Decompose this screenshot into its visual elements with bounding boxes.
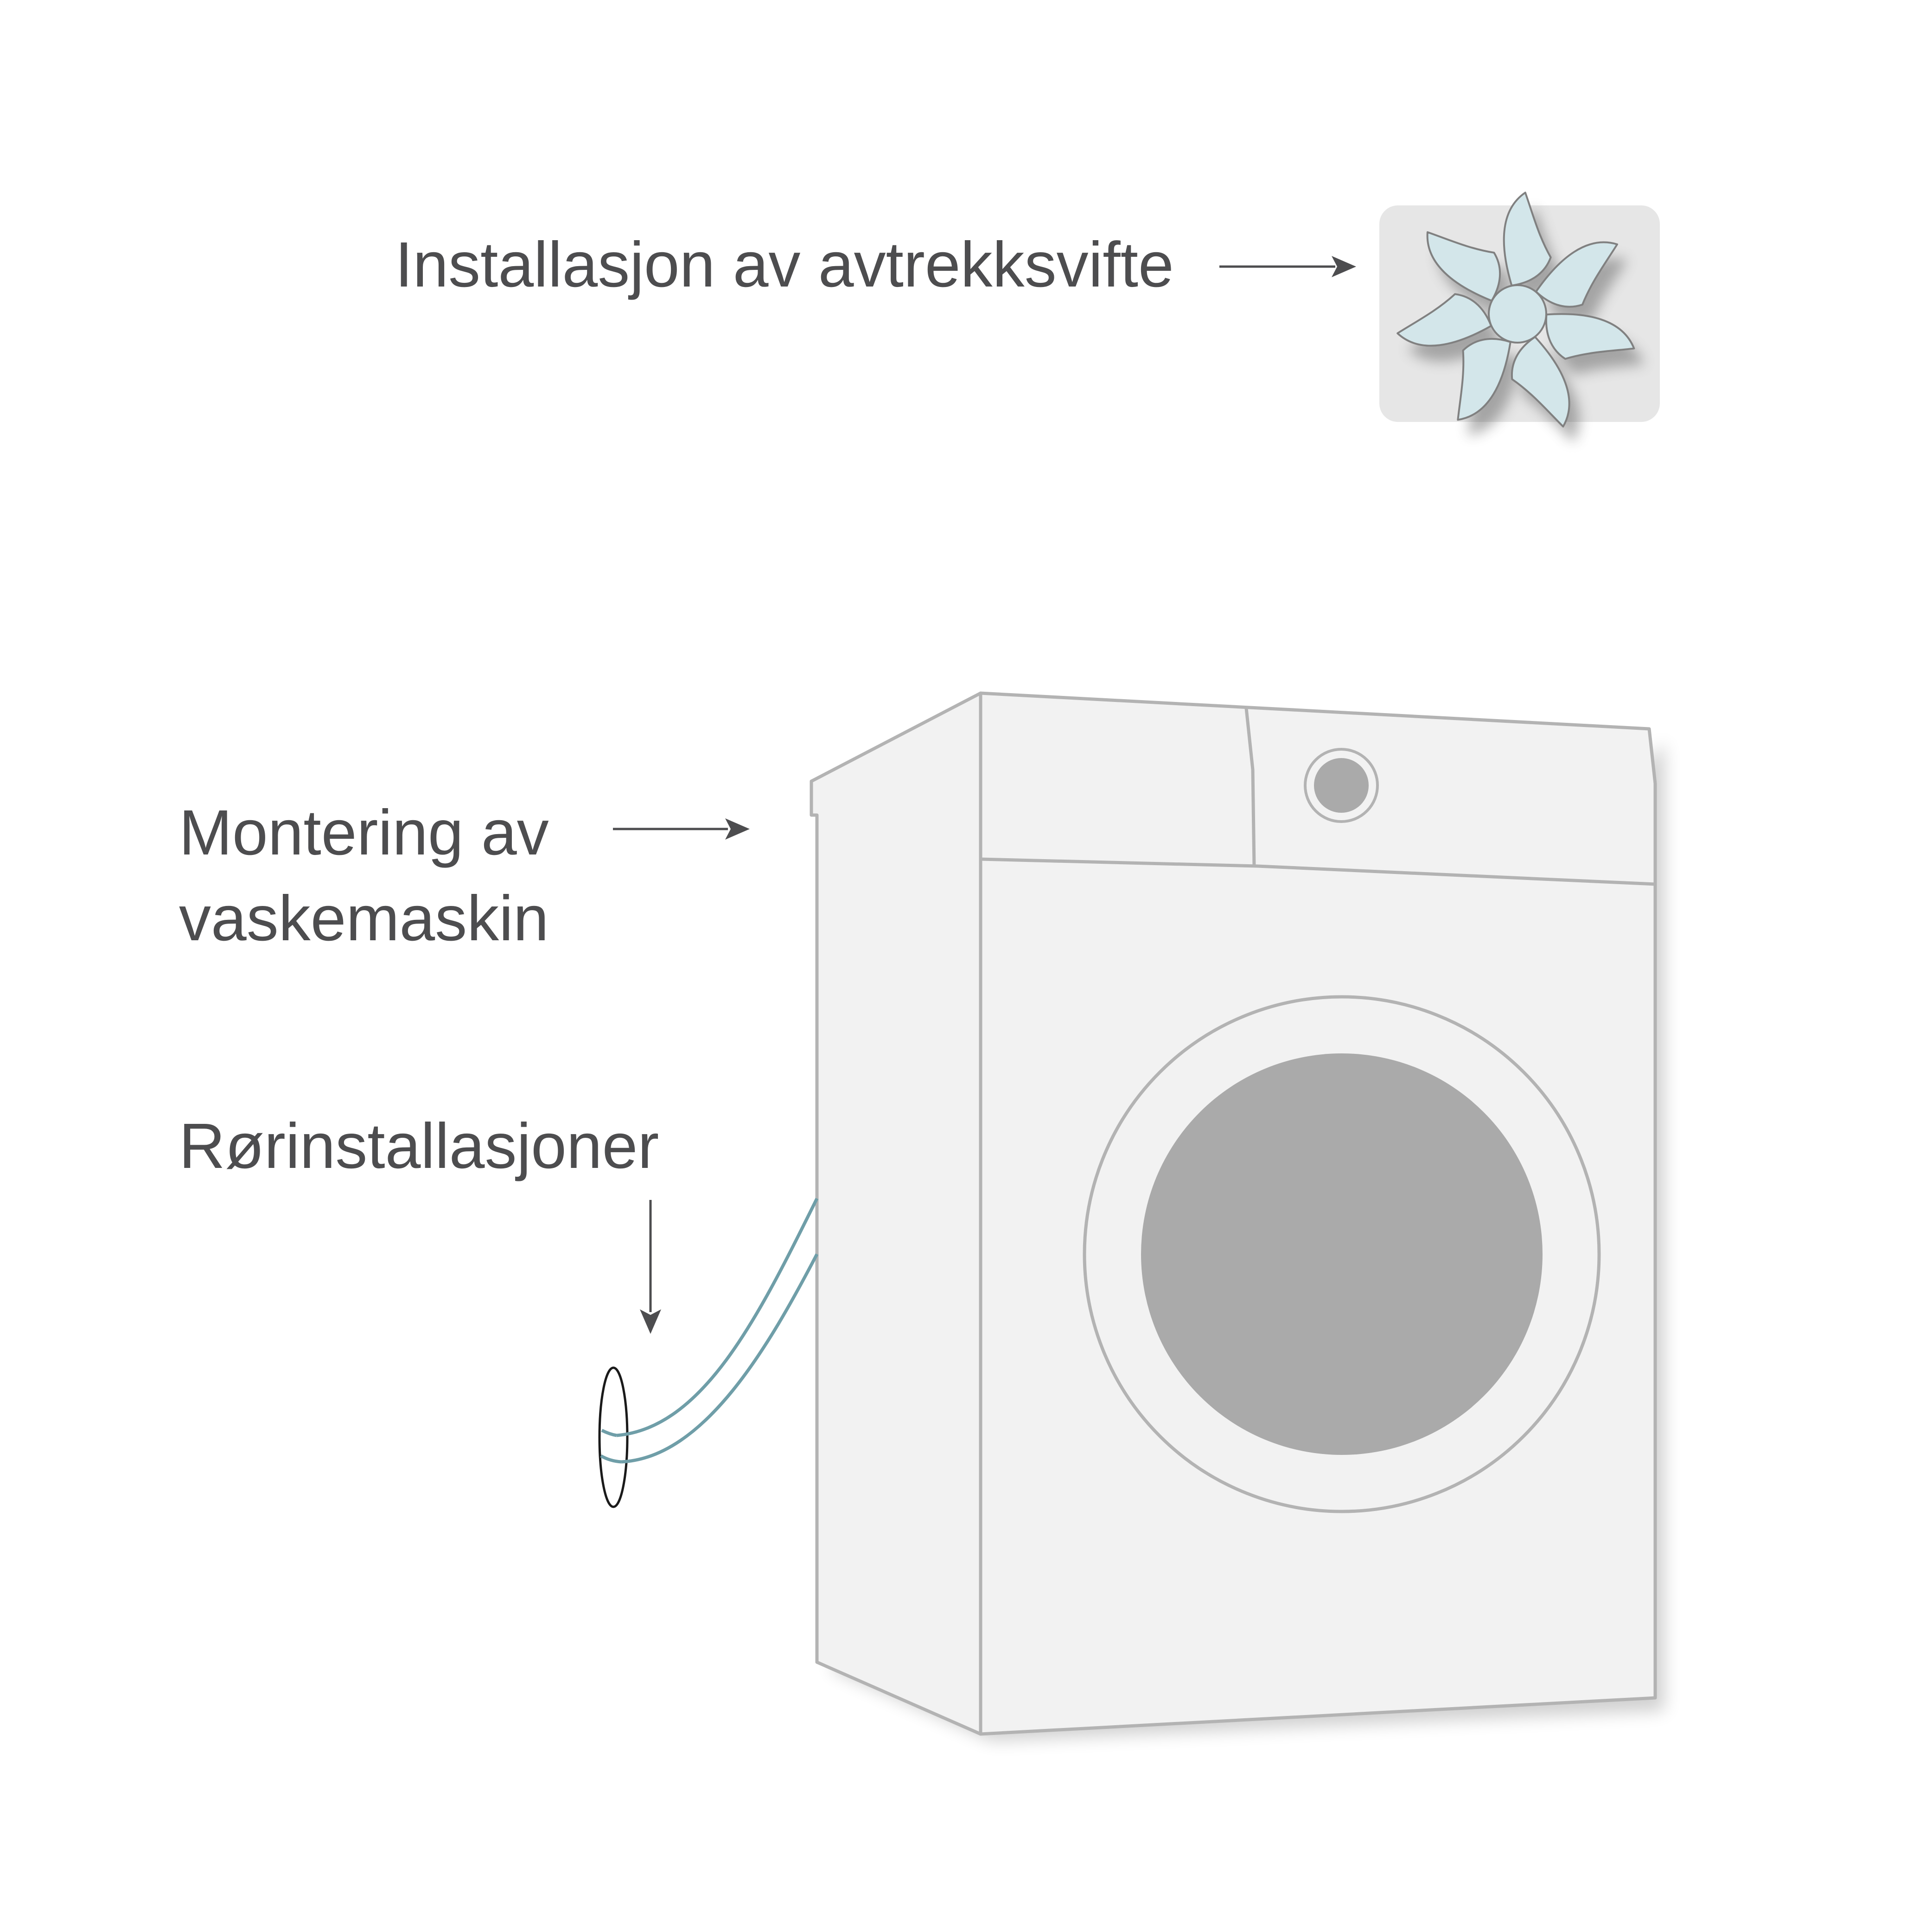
pipe-hose-icon [598,1198,819,1508]
fan-blade [1511,336,1570,427]
fan-blades [1396,191,1635,427]
program-knob [1304,748,1379,823]
arrow-to-washer [613,818,750,840]
control-panel-line [980,857,1656,886]
machine-side [810,691,982,1736]
fan-blade [1503,191,1552,287]
washing-machine-illustration [810,691,1664,1741]
pipe-installation-label: Rørinstallasjoner [179,1110,659,1182]
wall-outlet [598,1366,629,1508]
fan-blade [1426,231,1501,302]
fan-blade [1396,293,1492,347]
fan-blade [1545,313,1635,360]
washer-label-line2: vaskemaskin [179,883,549,954]
washer-mounting-label: Montering av vaskemaskin [179,790,549,962]
arrow-to-fan [1219,256,1356,277]
arrow-to-pipes [640,1200,661,1334]
detergent-drawer [1244,708,1256,867]
washer-label-line1: Montering av [179,797,549,868]
exhaust-fan-icon [1379,191,1660,442]
fan-blade [1457,338,1511,421]
fan-blade [1535,241,1618,308]
fan-hub [1488,284,1547,344]
door-window [1141,1053,1543,1455]
fan-installation-label: Installasjon av avtrekksvifte [395,229,1174,300]
